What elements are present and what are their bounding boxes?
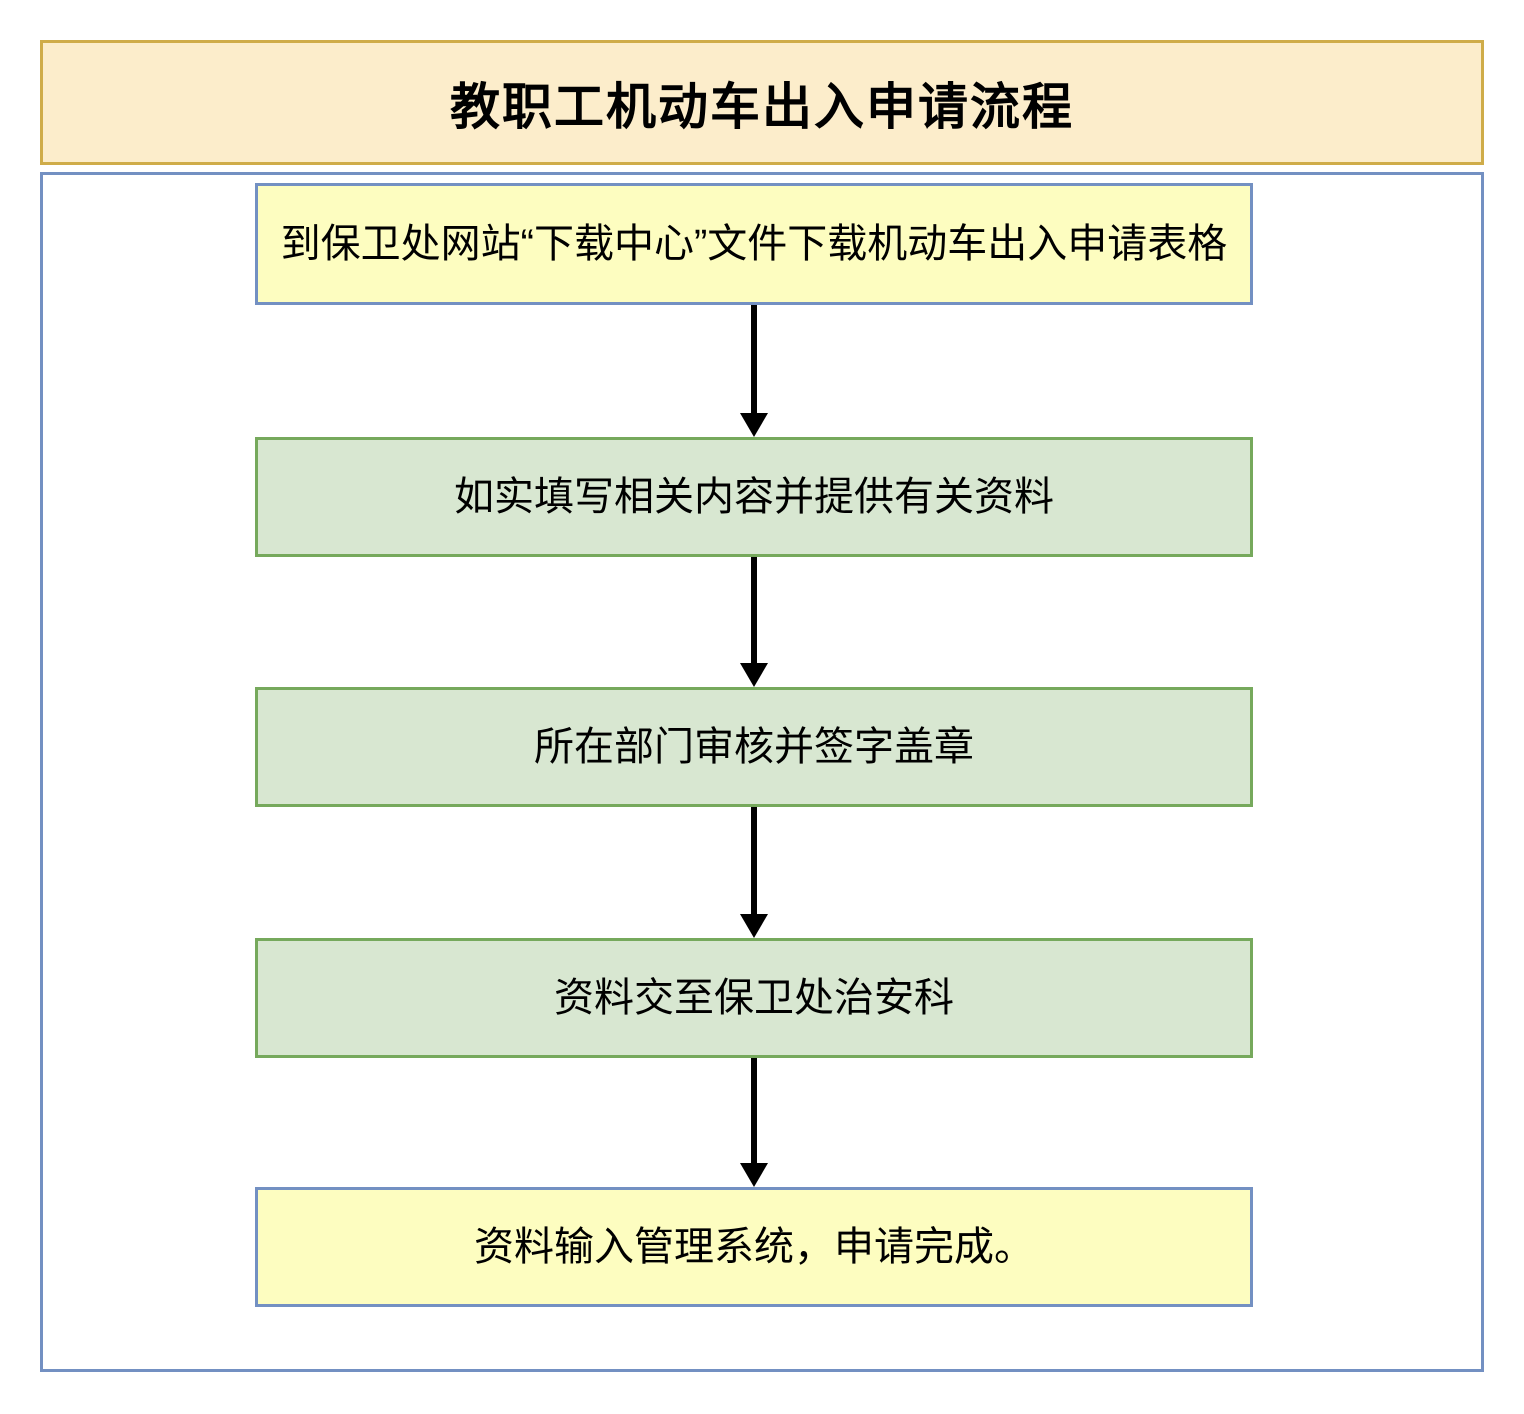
page-title: 教职工机动车出入申请流程 xyxy=(450,78,1074,135)
arrow-stem xyxy=(751,305,757,413)
flow-step-1-label: 到保卫处网站“下载中心”文件下载机动车出入申请表格 xyxy=(280,222,1228,266)
flow-step-2: 如实填写相关内容并提供有关资料 xyxy=(255,437,1253,557)
arrow-stem xyxy=(751,807,757,914)
arrow-head xyxy=(740,413,768,437)
down-arrow-icon xyxy=(740,557,768,687)
flow-step-5-label: 资料输入管理系统，申请完成。 xyxy=(474,1225,1034,1269)
flow-step-5: 资料输入管理系统，申请完成。 xyxy=(255,1187,1253,1307)
arrow-stem xyxy=(751,1058,757,1163)
arrow-head xyxy=(740,663,768,687)
flow-step-3: 所在部门审核并签字盖章 xyxy=(255,687,1253,807)
arrow-head xyxy=(740,1163,768,1187)
down-arrow-icon xyxy=(740,807,768,938)
flow-step-2-label: 如实填写相关内容并提供有关资料 xyxy=(454,475,1054,519)
down-arrow-icon xyxy=(740,1058,768,1187)
arrow-stem xyxy=(751,557,757,663)
down-arrow-icon xyxy=(740,305,768,437)
flow-step-1: 到保卫处网站“下载中心”文件下载机动车出入申请表格 xyxy=(255,183,1253,305)
flow-step-4: 资料交至保卫处治安科 xyxy=(255,938,1253,1058)
arrow-head xyxy=(740,914,768,938)
flow-step-3-label: 所在部门审核并签字盖章 xyxy=(534,725,974,769)
flow-step-4-label: 资料交至保卫处治安科 xyxy=(554,976,954,1020)
title-banner: 教职工机动车出入申请流程 xyxy=(40,40,1484,165)
